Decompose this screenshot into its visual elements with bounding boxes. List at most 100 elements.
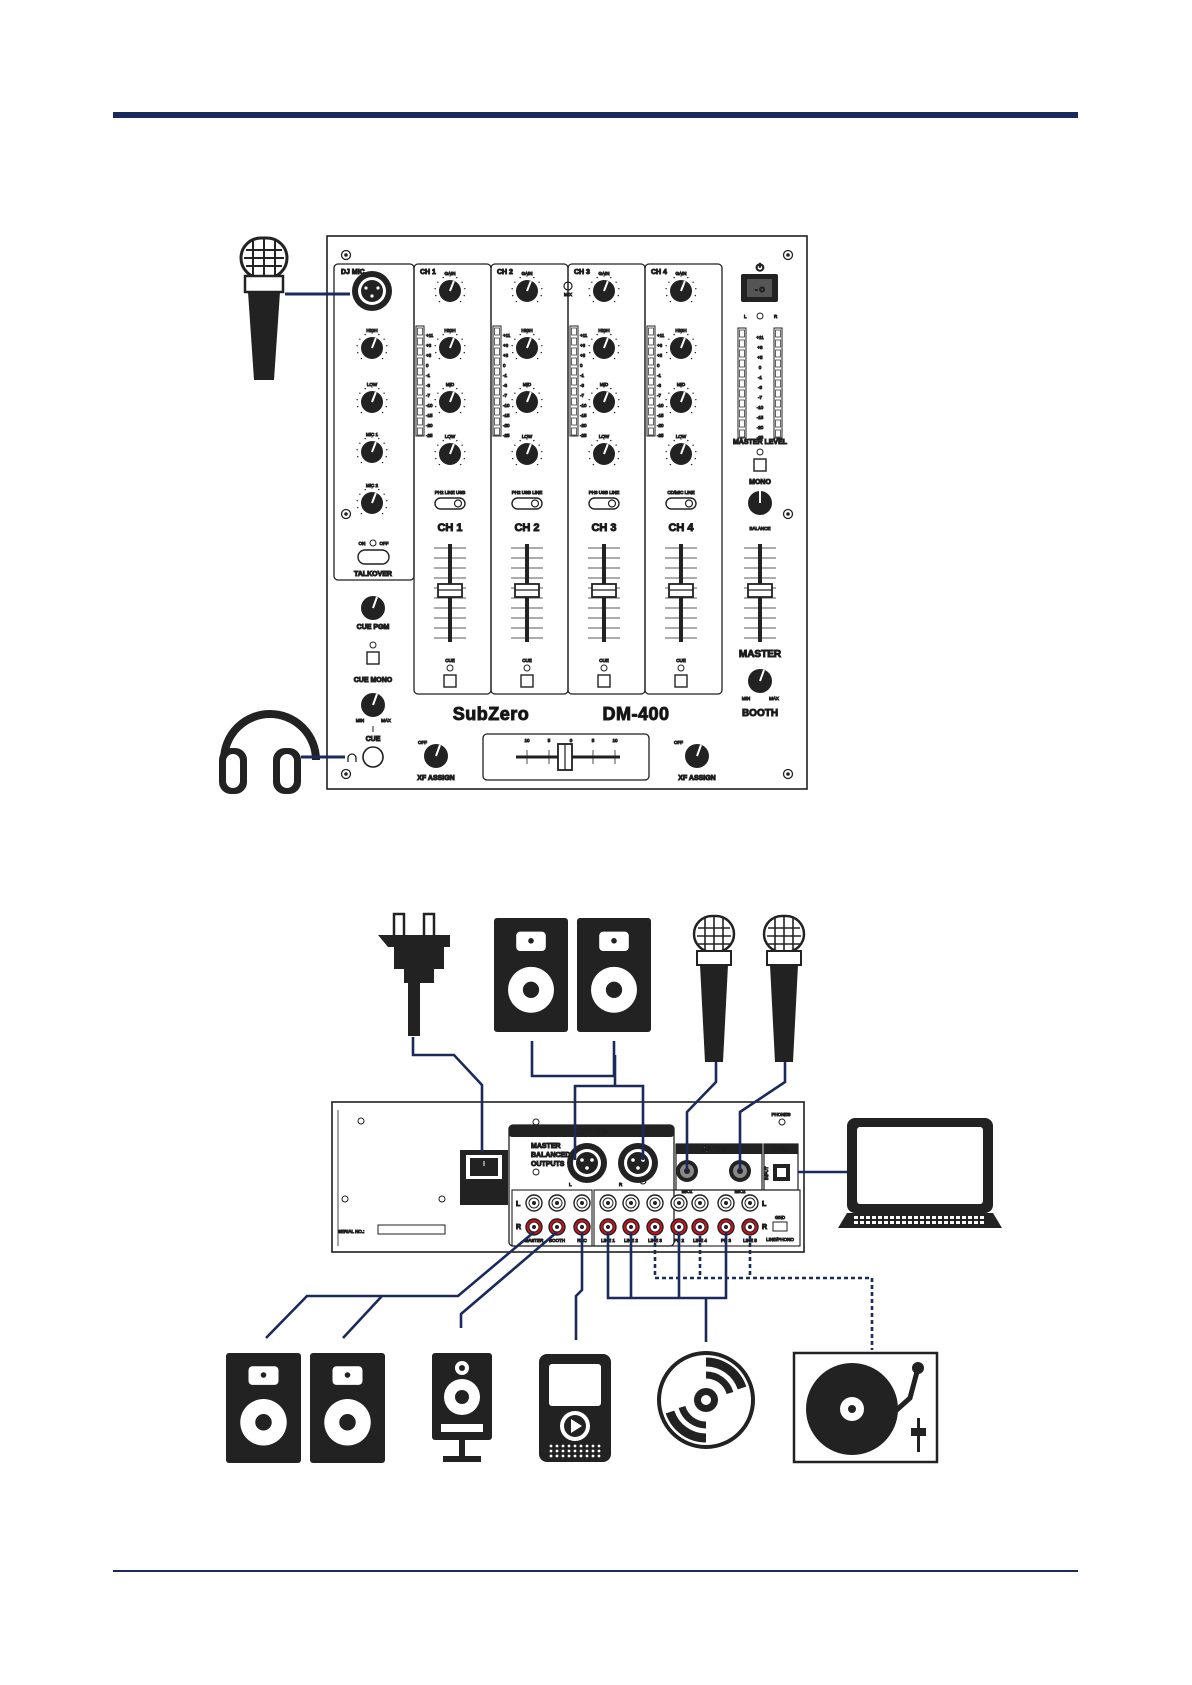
ch1-meter-scale: -20 — [426, 423, 433, 428]
rca-master-out-right[interactable] — [525, 1218, 543, 1236]
rca-input-2-right[interactable] — [622, 1218, 640, 1236]
ch3-knob-label-4: LOW — [599, 434, 610, 439]
ch4-knob-3[interactable] — [665, 386, 697, 414]
ch3-knob-4[interactable] — [588, 438, 620, 466]
ch4-knob-4[interactable] — [665, 438, 697, 466]
dj-mic-knob-4[interactable] — [356, 487, 388, 515]
rca-booth-out-left[interactable] — [548, 1194, 566, 1212]
ch3-cue-button[interactable] — [597, 674, 611, 688]
ch4-meter-scale: -7 — [657, 393, 661, 398]
xf-assign-right-knob[interactable] — [685, 744, 709, 768]
mic2-input-jack[interactable] — [729, 1160, 751, 1182]
ch4-input-switch[interactable] — [665, 497, 697, 510]
ch1-knob-3[interactable] — [434, 386, 466, 414]
power-switch-label: - O — [755, 287, 765, 294]
balance-knob[interactable] — [748, 491, 772, 515]
rca-input-1-left[interactable] — [599, 1194, 617, 1212]
ch3-knob-label-2: HIGH — [598, 328, 609, 333]
dj-mic-knob-2[interactable] — [356, 386, 388, 414]
ch3-fader[interactable] — [588, 544, 620, 642]
rca-booth-out-right[interactable] — [548, 1218, 566, 1236]
ch1-input-switch[interactable] — [434, 497, 466, 510]
rca-input-5-right[interactable] — [691, 1218, 709, 1236]
ch4-fader[interactable] — [665, 544, 697, 642]
input-jack-label: LINE 5 — [743, 1238, 757, 1243]
ch2-knob-1[interactable] — [511, 275, 543, 303]
rca-input-6-right[interactable] — [717, 1218, 735, 1236]
rca-input-4-left[interactable] — [670, 1194, 688, 1212]
phones-label: PHONES — [771, 1112, 790, 1117]
ch4-cue-label: CUE — [676, 658, 686, 663]
master-meter-scale: 0 — [759, 365, 762, 370]
ch2-fader[interactable] — [511, 544, 543, 642]
ch1-fader[interactable] — [434, 544, 466, 642]
xlr-left-label: L — [569, 1182, 572, 1187]
microphone-icon — [692, 914, 736, 1062]
ch1-knob-4[interactable] — [434, 438, 466, 466]
cue-pgm-button[interactable] — [366, 651, 380, 665]
ch3-knob-label-1: GAIN — [598, 271, 609, 276]
ch2-input-switch[interactable] — [511, 497, 543, 510]
ch2-cue-button[interactable] — [520, 674, 534, 688]
rca-rec-out-left[interactable] — [573, 1194, 591, 1212]
input-jack-label: LINE 4 — [693, 1238, 707, 1243]
master-meter-scale: -3 — [758, 385, 762, 390]
ch4-knob-2[interactable] — [665, 332, 697, 360]
channel-2-title: CH 2 — [497, 269, 513, 276]
master-meter-left — [737, 327, 747, 439]
ch1-cue-led — [446, 664, 454, 672]
dj-mic-knob-1[interactable] — [356, 332, 388, 360]
talkover-button[interactable] — [357, 549, 390, 565]
master-xlr-left-output[interactable] — [567, 1143, 607, 1183]
ch1-knob-1[interactable] — [434, 275, 466, 303]
master-fader[interactable] — [744, 544, 776, 642]
rca-input-7-left[interactable] — [741, 1194, 759, 1212]
ch3-knob-2[interactable] — [588, 332, 620, 360]
cue-max-label: MAX — [381, 718, 391, 723]
input-rca-group — [593, 1189, 801, 1247]
ch1-cue-button[interactable] — [443, 674, 457, 688]
ch2-knob-label-3: MID — [523, 382, 532, 387]
dj-mic-xlr-input[interactable] — [352, 271, 392, 311]
ch2-knob-4[interactable] — [511, 438, 543, 466]
turntable-cable — [653, 1236, 874, 1350]
headphone-jack-icon — [347, 753, 357, 762]
ch3-input-switch[interactable] — [588, 497, 620, 510]
dj-mic-knob-3[interactable] — [356, 436, 388, 464]
cue-level-knob[interactable] — [361, 693, 385, 717]
rca-input-5-left[interactable] — [691, 1194, 709, 1212]
rca-input-7-right[interactable] — [741, 1218, 759, 1236]
talkover-on-label: ON — [359, 541, 366, 546]
ch4-meter-scale: -15 — [657, 413, 664, 418]
cue-min-label: MIN — [356, 718, 364, 723]
ch2-input-switch-label: PH2 USB LINE — [512, 490, 543, 495]
ch4-meter-scale: -3 — [657, 383, 661, 388]
rca-input-4-right[interactable] — [670, 1218, 688, 1236]
ch1-meter-scale: -3 — [426, 383, 430, 388]
mic1-input-jack[interactable] — [676, 1160, 698, 1182]
rca-master-out-left[interactable] — [525, 1194, 543, 1212]
master-xlr-right-output[interactable] — [618, 1143, 658, 1183]
rca-input-2-left[interactable] — [622, 1194, 640, 1212]
ch2-knob-2[interactable] — [511, 332, 543, 360]
booth-knob[interactable] — [748, 669, 772, 693]
headphone-jack[interactable] — [362, 746, 384, 768]
ch3-knob-3[interactable] — [588, 386, 620, 414]
mono-button[interactable] — [753, 458, 767, 472]
ch4-cue-button[interactable] — [674, 674, 688, 688]
ch2-knob-3[interactable] — [511, 386, 543, 414]
ch1-knob-label-3: MID — [446, 382, 455, 387]
rca-input-3-left[interactable] — [646, 1194, 664, 1212]
xf-assign-left-knob[interactable] — [424, 744, 448, 768]
serial-label: SERIAL NO.: — [338, 1229, 364, 1234]
ch3-knob-1[interactable] — [588, 275, 620, 303]
ch4-knob-1[interactable] — [665, 275, 697, 303]
ch1-knob-2[interactable] — [434, 332, 466, 360]
rca-input-3-right[interactable] — [646, 1218, 664, 1236]
microphone-icon — [762, 914, 806, 1062]
rca-input-6-left[interactable] — [717, 1194, 735, 1212]
cue-pgm-knob[interactable] — [361, 596, 385, 620]
ch1-knob-label-1: GAIN — [444, 271, 455, 276]
ch2-meter-scale: +5 — [503, 353, 509, 358]
gnd-terminal[interactable] — [772, 1221, 788, 1232]
